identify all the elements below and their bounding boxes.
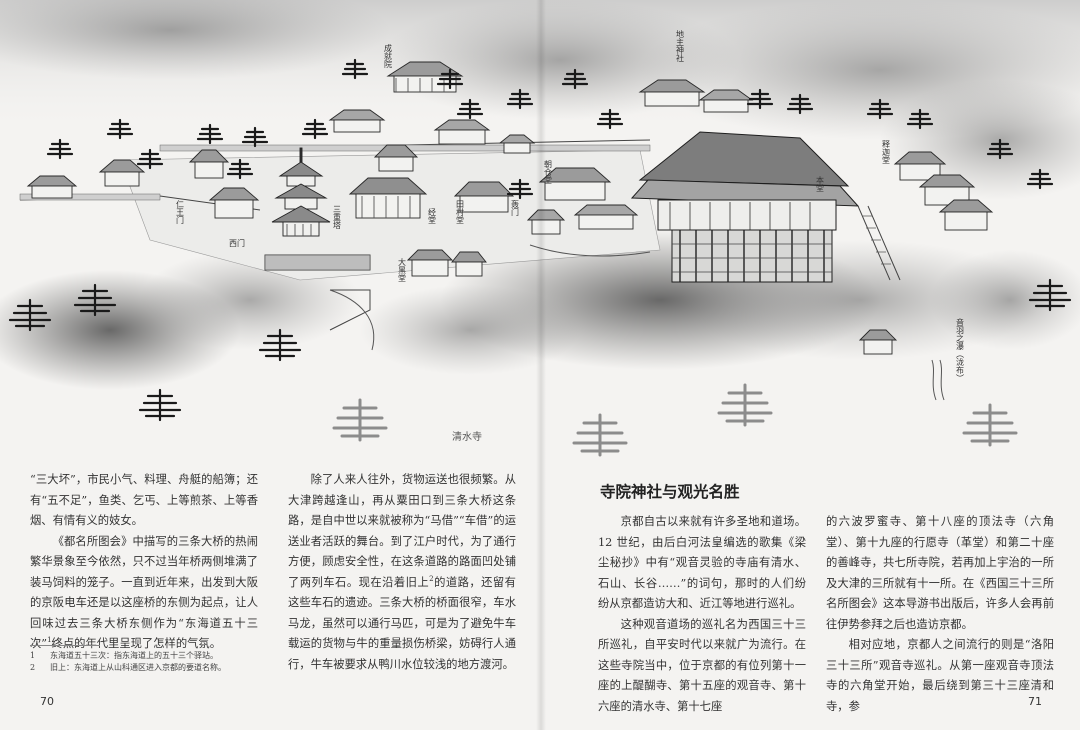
label-jishu-shrine: 地主神社 [676, 29, 685, 63]
label-otowa-falls: 音羽之瀑（泷布） [956, 317, 965, 382]
right-page-column-2: 的六波罗蜜寺、第十八座的顶法寺（六角堂）、第十九座的行愿寺（革堂）和第二十座的善… [826, 512, 1054, 717]
label-daikoku-do: 大黑堂 [398, 257, 407, 282]
paragraph: 京都自古以来就有许多圣地和道场。12 世纪，由后白河法皇编选的歌集《梁尘秘抄》中… [598, 515, 806, 610]
illustration-caption: 清水寺 [452, 432, 482, 443]
paragraph: 《都名所图会》中描写的三条大桥的热闹繁华景象至今依然，只不过当年桥两侧堆满了装马… [30, 534, 258, 651]
label-hondo: 本堂 [816, 175, 825, 192]
page-number-right: 71 [1028, 695, 1042, 708]
paragraph: 这种观音道场的巡礼名为西国三十三所巡礼，自平安时代以来就广为流行。在这些寺院当中… [598, 617, 806, 713]
paragraph: 相对应地，京都人之间流行的则是“洛阳三十三所”观音寺巡礼。从第一座观音寺顶法寺的… [826, 638, 1054, 713]
label-asakura-do: 朝仓堂 [544, 160, 553, 184]
paragraph: “三大坏”，市民小气、料理、舟艇的船簿；还有“五不足”，鱼类、乞丐、上等煎茶、上… [30, 473, 258, 527]
label-saimon: 西门 [229, 238, 245, 248]
label-todoroki-mon: 轰门 [511, 199, 520, 217]
page-number-left: 70 [40, 695, 54, 708]
page-gutter [536, 0, 546, 730]
kiyomizu-temple-illustration: 成就院 地主神社 仁王门 三重塔 西门 经堂 田村堂 朝仓堂 轰门 大黑堂 本堂… [0, 0, 1080, 457]
footnote-divider [30, 645, 100, 646]
label-niomon: 仁王门 [176, 199, 185, 225]
left-page-column-2: 除了人来人往外，货物运送也很频繁。从大津跨越逢山，再从粟田口到三条大桥这条路，是… [288, 470, 516, 675]
label-kyodo: 经堂 [428, 207, 437, 224]
label-tamura-do: 田村堂 [456, 200, 465, 224]
label-jojuin: 成就院 [384, 43, 393, 69]
label-sanju-no-to: 三重塔 [333, 205, 342, 230]
label-shaka-do: 释迦堂 [882, 140, 891, 164]
left-page-column-1: “三大坏”，市民小气、料理、舟艇的船簿；还有“五不足”，鱼类、乞丐、上等煎茶、上… [30, 470, 258, 655]
section-heading: 寺院神社与观光名胜 [600, 483, 740, 501]
right-page-column-1: 京都自古以来就有许多圣地和道场。12 世纪，由后白河法皇编选的歌集《梁尘秘抄》中… [598, 512, 806, 717]
paragraph: 除了人来人往外，货物运送也很频繁。从大津跨越逢山，再从粟田口到三条大桥这条路，是… [288, 473, 516, 671]
paragraph: 的六波罗蜜寺、第十八座的顶法寺（六角堂）、第十九座的行愿寺（革堂）和第二十座的善… [826, 515, 1054, 631]
